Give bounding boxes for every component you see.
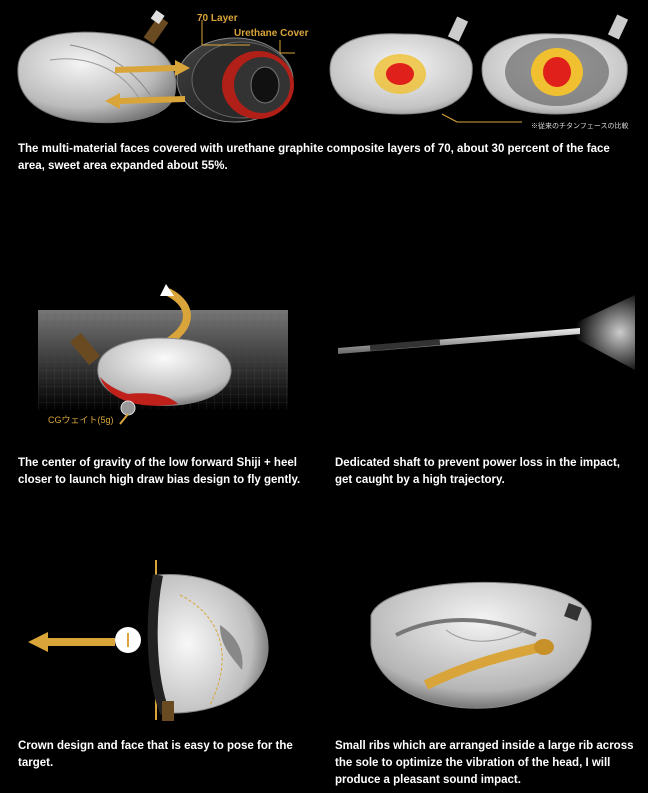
caption-small-ribs: Small ribs which are arranged inside a l…	[335, 740, 634, 786]
shaft-illustration	[330, 290, 640, 375]
caption-crown-design: Crown design and face that is easy to po…	[18, 740, 293, 769]
cover-label: Urethane Cover	[234, 28, 309, 39]
comparison-note: ※従来のチタンフェースの比較	[531, 123, 629, 130]
caption-dedicated-shaft: Dedicated shaft to prevent power loss in…	[335, 457, 621, 486]
caption-center-of-gravity: The center of gravity of the low forward…	[18, 457, 301, 486]
center-of-gravity-illustration	[38, 282, 288, 442]
crown-design-illustration	[20, 555, 280, 725]
rib-structure-illustration	[366, 575, 596, 715]
weight-label: CGウェイト(5g)	[48, 415, 114, 425]
caption-multi-material-face: The multi-material faces covered with ur…	[18, 143, 610, 172]
layer-label: 70 Layer	[197, 13, 238, 24]
sweet-area-comparison	[322, 14, 638, 124]
face-illustration	[10, 5, 320, 130]
